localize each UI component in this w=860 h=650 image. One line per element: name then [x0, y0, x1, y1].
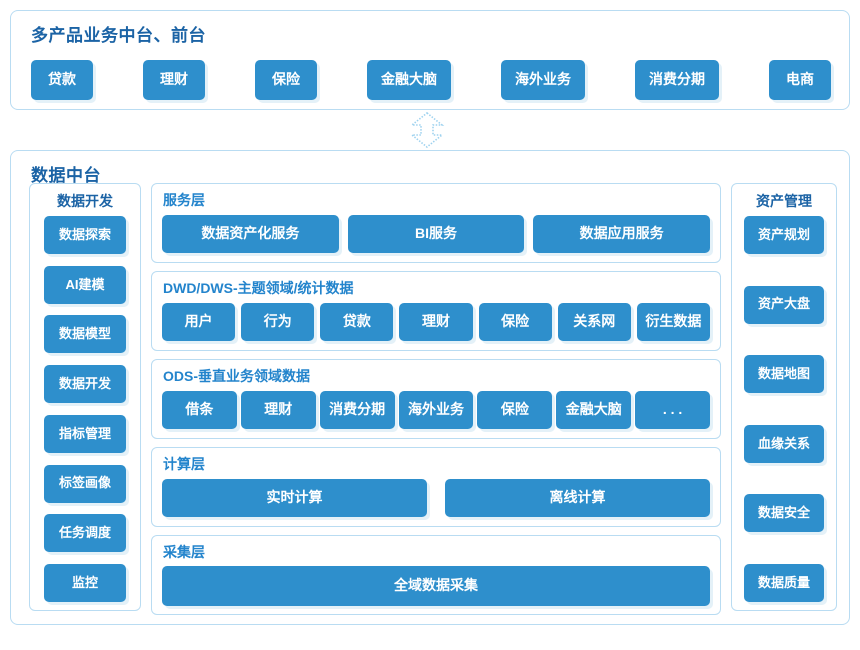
dev-item-data-model[interactable]: 数据模型	[44, 315, 126, 354]
compute-layer-panel: 计算层 实时计算 离线计算	[151, 447, 721, 527]
asset-item-data-quality[interactable]: 数据质量	[744, 563, 824, 602]
compute-item-realtime[interactable]: 实时计算	[162, 479, 427, 517]
dwd-item-wealth[interactable]: 理财	[399, 303, 473, 341]
business-item-finance-brain[interactable]: 金融大脑	[367, 60, 451, 100]
collection-item-global-data-collection[interactable]: 全域数据采集	[162, 566, 710, 606]
dwd-item-insurance[interactable]: 保险	[478, 303, 552, 341]
ods-item-overseas[interactable]: 海外业务	[398, 391, 474, 429]
dwd-item-user[interactable]: 用户	[162, 303, 236, 341]
dwd-item-loan[interactable]: 贷款	[320, 303, 394, 341]
dev-item-metric-management[interactable]: 指标管理	[44, 414, 126, 453]
asset-item-asset-dashboard[interactable]: 资产大盘	[744, 285, 824, 324]
service-layer-title: 服务层	[163, 192, 205, 208]
dwd-dws-layer-title: DWD/DWS-主题领域/统计数据	[163, 280, 354, 296]
business-item-loan[interactable]: 贷款	[31, 60, 93, 100]
business-item-insurance[interactable]: 保险	[255, 60, 317, 100]
business-item-installment[interactable]: 消费分期	[635, 60, 719, 100]
service-item-bi[interactable]: BI服务	[347, 215, 525, 253]
business-platform-title: 多产品业务中台、前台	[31, 26, 206, 45]
data-platform-title: 数据中台	[31, 166, 101, 185]
ods-item-installment[interactable]: 消费分期	[319, 391, 395, 429]
business-platform-panel: 多产品业务中台、前台 贷款 理财 保险 金融大脑 海外业务 消费分期 电商	[10, 10, 850, 110]
business-item-ecommerce[interactable]: 电商	[769, 60, 831, 100]
service-layer-panel: 服务层 数据资产化服务 BI服务 数据应用服务	[151, 183, 721, 263]
asset-item-data-security[interactable]: 数据安全	[744, 494, 824, 533]
ods-item-wealth[interactable]: 理财	[240, 391, 316, 429]
business-item-wealth[interactable]: 理财	[143, 60, 205, 100]
data-development-item-list: 数据探索 AI建模 数据模型 数据开发 指标管理 标签画像 任务调度 监控	[30, 216, 140, 608]
service-layer-item-list: 数据资产化服务 BI服务 数据应用服务	[162, 214, 711, 254]
asset-management-column: 资产管理 资产规划 资产大盘 数据地图 血缘关系 数据安全 数据质量	[731, 183, 837, 611]
dwd-item-relationship-network[interactable]: 关系网	[557, 303, 631, 341]
service-item-data-assetization[interactable]: 数据资产化服务	[162, 215, 339, 253]
double-vertical-arrow-icon	[406, 111, 448, 149]
dev-item-monitoring[interactable]: 监控	[44, 563, 126, 602]
collection-layer-panel: 采集层 全域数据采集	[151, 535, 721, 615]
asset-item-data-lineage[interactable]: 血缘关系	[744, 424, 824, 463]
platform-layer-stack: 服务层 数据资产化服务 BI服务 数据应用服务 DWD/DWS-主题领域/统计数…	[151, 183, 721, 615]
business-item-overseas[interactable]: 海外业务	[501, 60, 585, 100]
asset-item-data-map[interactable]: 数据地图	[744, 355, 824, 394]
data-platform-panel: 数据中台 数据开发 数据探索 AI建模 数据模型 数据开发 指标管理 标签画像 …	[10, 150, 850, 625]
dwd-item-derived-data[interactable]: 衍生数据	[636, 303, 710, 341]
asset-item-asset-planning[interactable]: 资产规划	[744, 216, 824, 254]
compute-layer-item-list: 实时计算 离线计算	[162, 478, 710, 518]
asset-management-column-title: 资产管理	[756, 193, 812, 209]
dev-item-data-exploration[interactable]: 数据探索	[44, 216, 126, 254]
asset-management-item-list: 资产规划 资产大盘 数据地图 血缘关系 数据安全 数据质量	[732, 216, 836, 608]
ods-item-iou[interactable]: 借条	[162, 391, 237, 429]
data-development-column: 数据开发 数据探索 AI建模 数据模型 数据开发 指标管理 标签画像 任务调度 …	[29, 183, 141, 611]
ods-layer-panel: ODS-垂直业务领域数据 借条 理财 消费分期 海外业务 保险 金融大脑 . .…	[151, 359, 721, 439]
compute-layer-title: 计算层	[163, 456, 205, 472]
dwd-item-behavior[interactable]: 行为	[241, 303, 315, 341]
dev-item-ai-modeling[interactable]: AI建模	[44, 265, 126, 304]
ods-item-more[interactable]: . . .	[635, 391, 711, 429]
ods-layer-title: ODS-垂直业务领域数据	[163, 368, 310, 384]
dev-item-task-scheduling[interactable]: 任务调度	[44, 514, 126, 553]
dev-item-tag-profile[interactable]: 标签画像	[44, 464, 126, 503]
ods-item-finance-brain[interactable]: 金融大脑	[556, 391, 632, 429]
data-development-column-title: 数据开发	[57, 193, 113, 209]
business-product-list: 贷款 理财 保险 金融大脑 海外业务 消费分期 电商	[31, 59, 831, 101]
service-item-data-application[interactable]: 数据应用服务	[533, 215, 711, 253]
dwd-dws-item-list: 用户 行为 贷款 理财 保险 关系网 衍生数据	[162, 302, 710, 342]
ods-item-list: 借条 理财 消费分期 海外业务 保险 金融大脑 . . .	[162, 390, 711, 430]
compute-item-offline[interactable]: 离线计算	[445, 479, 710, 517]
collection-layer-item-list: 全域数据采集	[162, 566, 710, 606]
collection-layer-title: 采集层	[163, 544, 205, 560]
dev-item-data-development[interactable]: 数据开发	[44, 365, 126, 404]
dwd-dws-layer-panel: DWD/DWS-主题领域/统计数据 用户 行为 贷款 理财 保险 关系网 衍生数…	[151, 271, 721, 351]
ods-item-insurance[interactable]: 保险	[477, 391, 553, 429]
